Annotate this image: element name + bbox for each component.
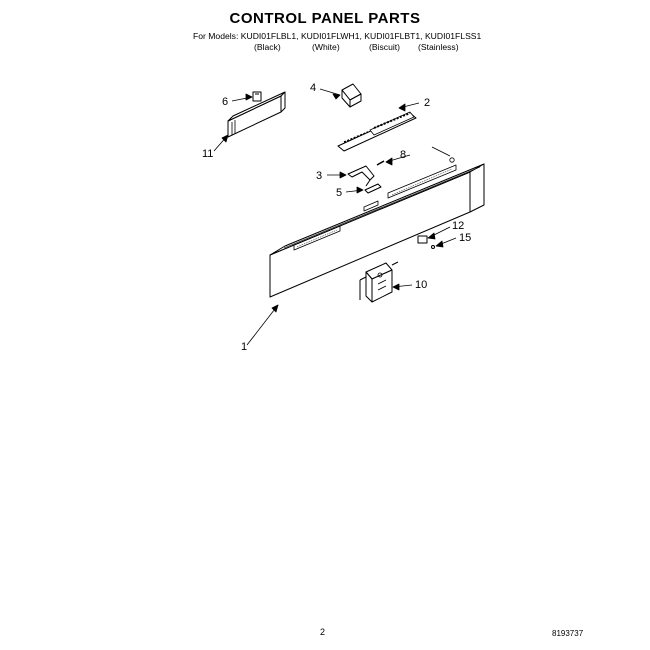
- bracket: [347, 165, 375, 187]
- callout-1: 1: [241, 341, 247, 353]
- circuit-board: [337, 111, 417, 152]
- document-number: 8193737: [552, 629, 584, 638]
- latch-assembly: [359, 261, 399, 303]
- page-number: 2: [320, 627, 326, 637]
- variant-white: (White): [312, 42, 340, 52]
- models-line: For Models: KUDI01FLBL1, KUDI01FLWH1, KU…: [193, 31, 482, 41]
- callout-6: 6: [222, 96, 228, 108]
- handle-insert: [227, 91, 286, 138]
- callout-12: 12: [452, 220, 464, 232]
- screw-part-8: [376, 160, 385, 166]
- retainer-clip: [364, 183, 382, 194]
- switch-block: [417, 235, 428, 244]
- callout-5: 5: [336, 187, 342, 199]
- callout-3: 3: [316, 170, 322, 182]
- callout-4: 4: [310, 82, 316, 94]
- callout-15: 15: [459, 232, 471, 244]
- clip-part: [252, 91, 262, 102]
- callout-11: 11: [202, 148, 213, 160]
- button-cap: [341, 83, 362, 108]
- callout-10: 10: [415, 279, 427, 291]
- variant-black: (Black): [254, 42, 281, 52]
- control-panel-body: [269, 157, 485, 298]
- variant-stainless: (Stainless): [418, 42, 459, 52]
- callout-8: 8: [400, 149, 406, 161]
- leader-lines: [213, 88, 457, 346]
- callout-2: 2: [424, 97, 430, 109]
- screw-part-15: [431, 245, 435, 249]
- variant-biscuit: (Biscuit): [369, 42, 401, 52]
- model-variants: (Black) (White) (Biscuit) (Stainless): [0, 42, 650, 54]
- page-title: CONTROL PANEL PARTS: [229, 10, 421, 27]
